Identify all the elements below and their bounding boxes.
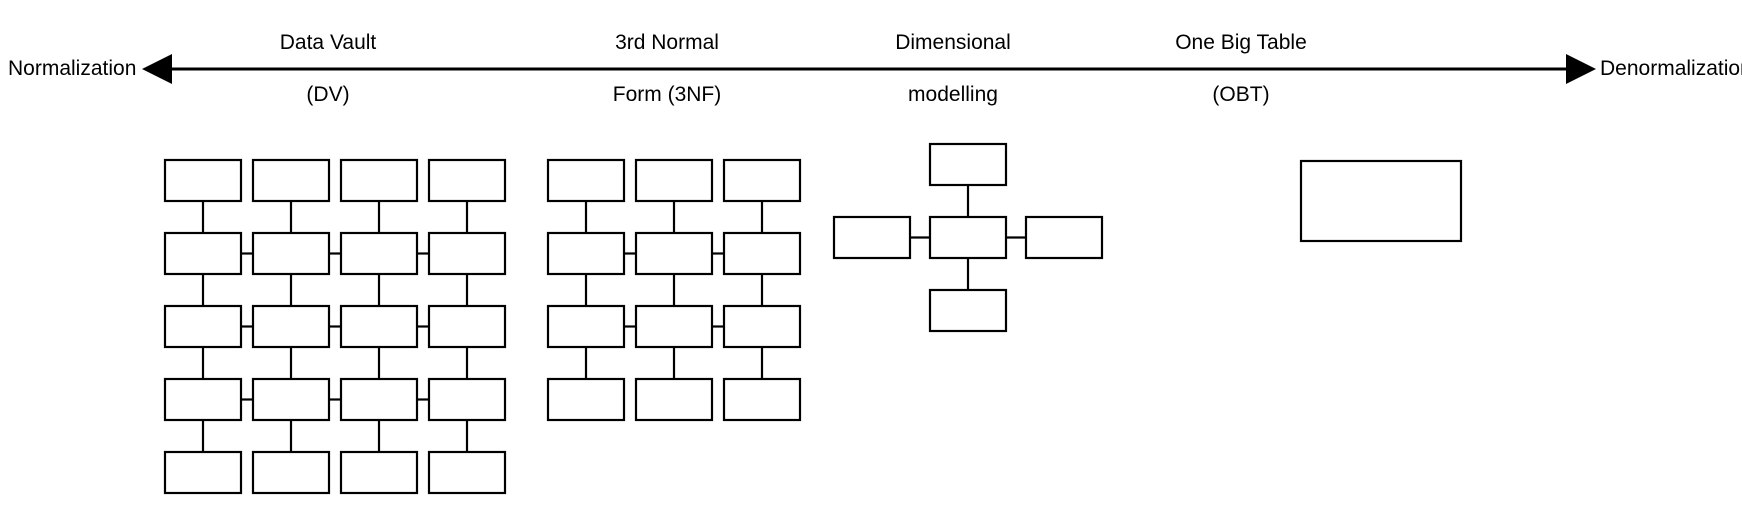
data-vault-node: [251, 231, 331, 276]
stage-label-3nf: 3rd Normal Form (3NF): [557, 4, 777, 134]
data-vault-node: [339, 158, 419, 203]
third-normal-form-node: [634, 231, 714, 276]
stage-label-obt-line1: One Big Table: [1175, 31, 1307, 54]
third-normal-form-node: [546, 158, 626, 203]
dimensional-dimension-box-right: [1024, 215, 1104, 260]
data-vault-node: [251, 304, 331, 349]
stage-label-data-vault-line1: Data Vault: [279, 31, 377, 54]
stage-label-one-big-table: One Big Table (OBT): [1131, 4, 1351, 134]
stage-label-dimensional-modelling: Dimensional modelling: [843, 4, 1063, 134]
data-vault-node: [163, 304, 243, 349]
dimensional-fact-box-center: [928, 215, 1008, 260]
third-normal-form-node: [722, 231, 802, 276]
data-vault-node: [339, 304, 419, 349]
third-normal-form-node: [722, 304, 802, 349]
data-vault-node: [251, 377, 331, 422]
third-normal-form-node: [546, 231, 626, 276]
dimensional-dimension-box-left: [832, 215, 912, 260]
stage-label-dimensional-line1: Dimensional: [895, 31, 1011, 54]
stage-label-data-vault: Data Vault (DV): [218, 4, 438, 134]
dimensional-dimension-box-bottom: [928, 288, 1008, 333]
data-vault-node: [251, 158, 331, 203]
third-normal-form-node: [722, 377, 802, 422]
stage-label-3nf-line1: 3rd Normal: [615, 31, 719, 54]
data-vault-node: [251, 450, 331, 495]
data-vault-node: [427, 450, 507, 495]
stage-label-dimensional-line2: modelling: [908, 83, 998, 106]
data-vault-node: [163, 377, 243, 422]
axis-label-denormalization: Denormalization: [1600, 57, 1742, 80]
third-normal-form-node: [546, 304, 626, 349]
data-vault-node: [339, 231, 419, 276]
third-normal-form-node: [634, 158, 714, 203]
third-normal-form-node: [634, 377, 714, 422]
data-vault-node: [163, 450, 243, 495]
data-vault-node: [427, 231, 507, 276]
data-vault-node: [163, 158, 243, 203]
stage-label-obt-line2: (OBT): [1212, 83, 1270, 106]
data-vault-node: [339, 377, 419, 422]
dimensional-dimension-box-top: [928, 142, 1008, 187]
data-vault-node: [427, 158, 507, 203]
data-vault-node: [339, 450, 419, 495]
stage-label-data-vault-line2: (DV): [306, 83, 350, 106]
third-normal-form-node: [634, 304, 714, 349]
data-vault-node: [163, 231, 243, 276]
third-normal-form-node: [546, 377, 626, 422]
one-big-table-box: [1299, 159, 1463, 243]
stage-label-3nf-line2: Form (3NF): [612, 83, 722, 106]
axis-label-normalization: Normalization: [8, 57, 137, 80]
third-normal-form-node: [722, 158, 802, 203]
data-vault-node: [427, 377, 507, 422]
data-vault-node: [427, 304, 507, 349]
